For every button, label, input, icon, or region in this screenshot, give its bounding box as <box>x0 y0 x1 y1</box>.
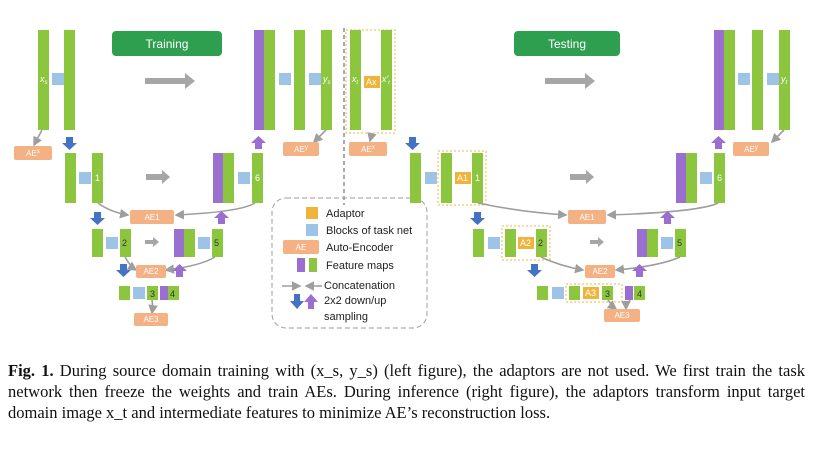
svg-text:AEy: AEy <box>744 145 758 154</box>
adaptor-a2 <box>518 237 534 249</box>
ae-y-label: AEy <box>294 145 308 154</box>
concat-feature-map <box>254 30 264 130</box>
legend-sampling-2: sampling <box>324 311 368 323</box>
legend-feature-maps: Feature maps <box>326 260 394 272</box>
legend-feature-swatch-purple <box>297 258 305 272</box>
feature-map <box>321 30 332 130</box>
svg-text:AEx: AEx <box>361 145 375 154</box>
legend-sampling-1: 2x2 down/up <box>324 295 386 307</box>
autoencoder-y <box>283 142 319 156</box>
legend-block-swatch <box>306 224 318 236</box>
svg-text:4: 4 <box>637 289 642 299</box>
svg-text:AE3: AE3 <box>143 315 159 324</box>
adaptor-a3 <box>583 287 599 299</box>
legend-adaptor-swatch <box>306 207 318 219</box>
legend-feature-swatch-green <box>309 258 317 272</box>
adaptor-a1 <box>455 172 471 184</box>
label-n1: 1 <box>95 173 100 183</box>
svg-text:A3: A3 <box>585 288 596 298</box>
adaptor-ax <box>364 76 380 88</box>
task-block <box>309 73 321 85</box>
svg-text:1: 1 <box>475 173 480 183</box>
flow-arrow <box>145 73 195 89</box>
autoencoder-x <box>14 146 52 160</box>
testing-panel: Testing xt Ax x't yt AEx AEy A1 1 <box>345 29 790 322</box>
svg-text:2: 2 <box>538 238 543 248</box>
label-n6: 6 <box>255 173 260 183</box>
svg-text:x't: x't <box>381 74 390 86</box>
legend: Adaptor Blocks of task net AE Auto-Encod… <box>271 197 428 329</box>
training-title: Training <box>146 37 189 51</box>
task-block <box>279 73 291 85</box>
svg-text:3: 3 <box>150 289 155 299</box>
caption-text: During source domain training with (x_s,… <box>8 361 806 422</box>
legend-down-icon <box>290 294 304 309</box>
feature-map <box>294 30 305 130</box>
legend-up-icon <box>304 294 318 309</box>
svg-text:xt: xt <box>351 74 359 86</box>
up-arrow <box>251 136 266 149</box>
testing-title-pill <box>514 31 620 56</box>
legend-ae-swatch <box>283 240 319 254</box>
svg-text:AE3: AE3 <box>614 311 630 320</box>
figure-diagram: Training xs ys AEx AEy 1 <box>14 28 790 329</box>
svg-text:Ax: Ax <box>366 77 377 87</box>
ae-x-label: AEx <box>26 149 40 158</box>
svg-text:A2: A2 <box>520 238 531 248</box>
legend-box <box>271 197 428 329</box>
legend-concatenation: Concatenation <box>324 280 395 292</box>
training-panel: Training xs ys AEx AEy 1 <box>14 30 332 326</box>
autoencoder-3 <box>134 313 168 326</box>
feature-map <box>38 30 49 130</box>
svg-text:3: 3 <box>605 289 610 299</box>
svg-text:2: 2 <box>122 238 127 248</box>
svg-text:AE2: AE2 <box>143 267 159 276</box>
legend-autoencoder: Auto-Encoder <box>326 242 394 254</box>
autoencoder-2 <box>136 265 166 278</box>
svg-text:AE: AE <box>296 243 307 252</box>
svg-text:6: 6 <box>717 173 722 183</box>
svg-text:AE2: AE2 <box>592 267 608 276</box>
feature-map <box>264 30 275 130</box>
down-arrow <box>62 137 77 150</box>
svg-text:yt: yt <box>780 74 788 86</box>
autoencoder-1 <box>130 210 174 224</box>
training-title-pill <box>112 31 222 56</box>
legend-blocks: Blocks of task net <box>326 225 412 237</box>
feature-map <box>64 30 75 130</box>
svg-text:5: 5 <box>214 238 219 248</box>
svg-text:5: 5 <box>677 238 682 248</box>
label-ys: ys <box>322 74 331 86</box>
svg-text:4: 4 <box>170 289 175 299</box>
legend-adaptor: Adaptor <box>326 208 365 220</box>
svg-text:A1: A1 <box>457 173 468 183</box>
caption-fig-label: Fig. 1. <box>8 361 54 380</box>
svg-text:AE1: AE1 <box>144 213 160 222</box>
label-xs: xs <box>39 74 48 86</box>
figure-caption: Fig. 1. During source domain training wi… <box>8 360 805 423</box>
testing-title: Testing <box>548 37 586 51</box>
svg-text:AE1: AE1 <box>579 213 595 222</box>
task-block <box>52 73 64 85</box>
